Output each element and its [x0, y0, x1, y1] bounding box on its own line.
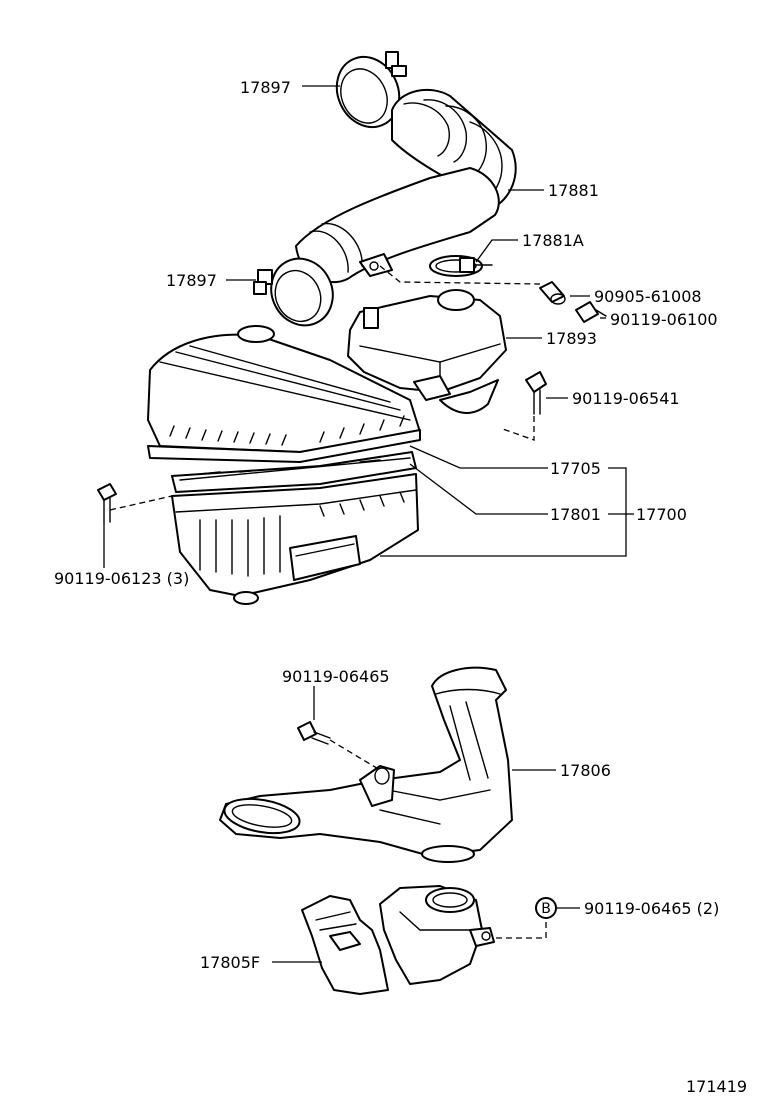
label-17897-top: 17897: [240, 78, 291, 97]
bolt-90119-06123: [97, 483, 117, 525]
label-17881: 17881: [548, 181, 599, 200]
label-90905-61008: 90905-61008: [594, 287, 702, 306]
label-17705: 17705: [550, 459, 601, 478]
label-90119-06541: 90119-06541: [572, 389, 680, 408]
label-17893: 17893: [546, 329, 597, 348]
label-90119-06465: 90119-06465: [282, 667, 390, 686]
air-cleaner-cap: [147, 325, 421, 463]
air-cleaner-case: [171, 473, 419, 605]
inlet-resonator-bottom: [301, 885, 495, 995]
clamp-17881a: [429, 255, 493, 277]
label-17801: 17801: [550, 505, 601, 524]
leader-lines: [103, 85, 634, 963]
label-90119-06100: 90119-06100: [610, 310, 718, 329]
label-17806: 17806: [560, 761, 611, 780]
resonator: [347, 289, 507, 414]
cap-teeth: [169, 415, 405, 446]
label-17700: 17700: [636, 505, 687, 524]
callout-b-letter: B: [541, 901, 551, 917]
intake-hose: [295, 88, 517, 284]
bolt-90119-06465: [297, 721, 331, 745]
inlet-duct: [219, 666, 513, 863]
label-17897-mid: 17897: [166, 271, 217, 290]
bolt-90119-06100: [575, 301, 607, 323]
label-90119-06123: 90119-06123 (3): [54, 569, 189, 588]
label-90119-06465-2: 90119-06465 (2): [584, 899, 719, 918]
bolt-90119-06541: [525, 371, 547, 415]
label-17881a: 17881A: [522, 231, 584, 250]
label-17805f: 17805F: [200, 953, 260, 972]
hose-clamp-top: [335, 51, 407, 129]
figure-number: 171419: [686, 1077, 747, 1096]
hose-clamp-mid: [253, 257, 334, 327]
grommet-90905: [539, 281, 566, 305]
